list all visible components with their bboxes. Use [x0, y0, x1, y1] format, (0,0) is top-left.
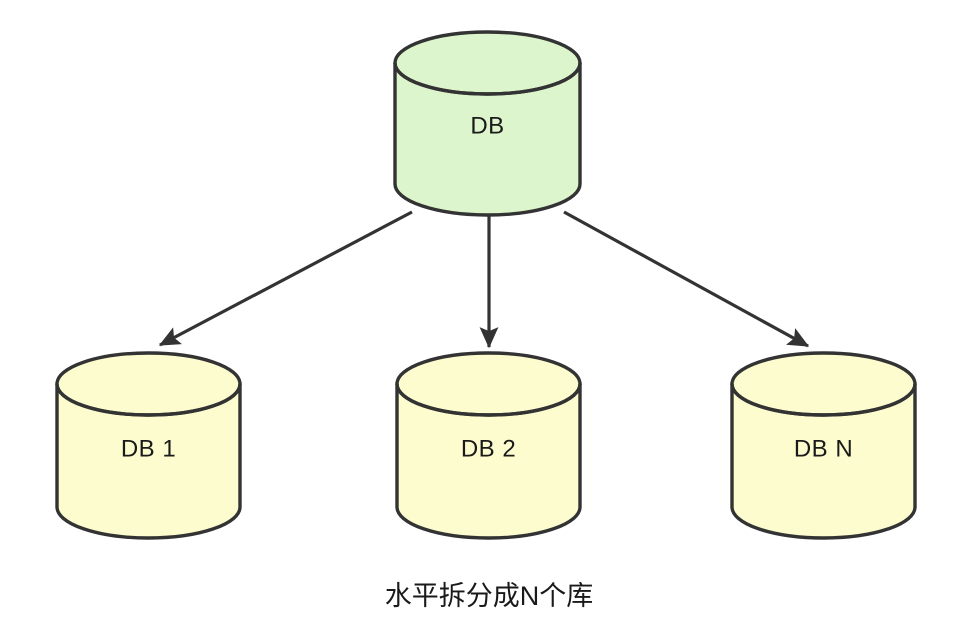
db-source-body	[393, 61, 582, 217]
arrow-to-shard-n	[563, 210, 810, 348]
db-shard-1-rim	[55, 383, 242, 417]
db-shard-1-body	[55, 382, 242, 540]
db-shard-1-node[interactable]: DB 1	[55, 351, 242, 540]
db-shard-2-rim	[395, 383, 582, 417]
db-shard-2-label: DB 2	[461, 435, 516, 462]
db-source-node[interactable]: DB	[393, 30, 582, 217]
db-source-label: DB	[470, 112, 504, 139]
db-shard-n-body	[730, 382, 917, 540]
db-shard-2-body	[395, 382, 582, 540]
db-shard-n-label: DB N	[794, 435, 853, 462]
db-shard-1-label: DB 1	[121, 435, 176, 462]
db-source-rim	[393, 62, 582, 96]
db-shard-n-rim	[730, 383, 917, 417]
arrow-to-shard-1	[158, 210, 413, 347]
db-shard-2-node[interactable]: DB 2	[395, 351, 582, 540]
diagram-caption: 水平拆分成N个库	[385, 581, 594, 611]
db-shard-n-node[interactable]: DB N	[730, 351, 917, 540]
